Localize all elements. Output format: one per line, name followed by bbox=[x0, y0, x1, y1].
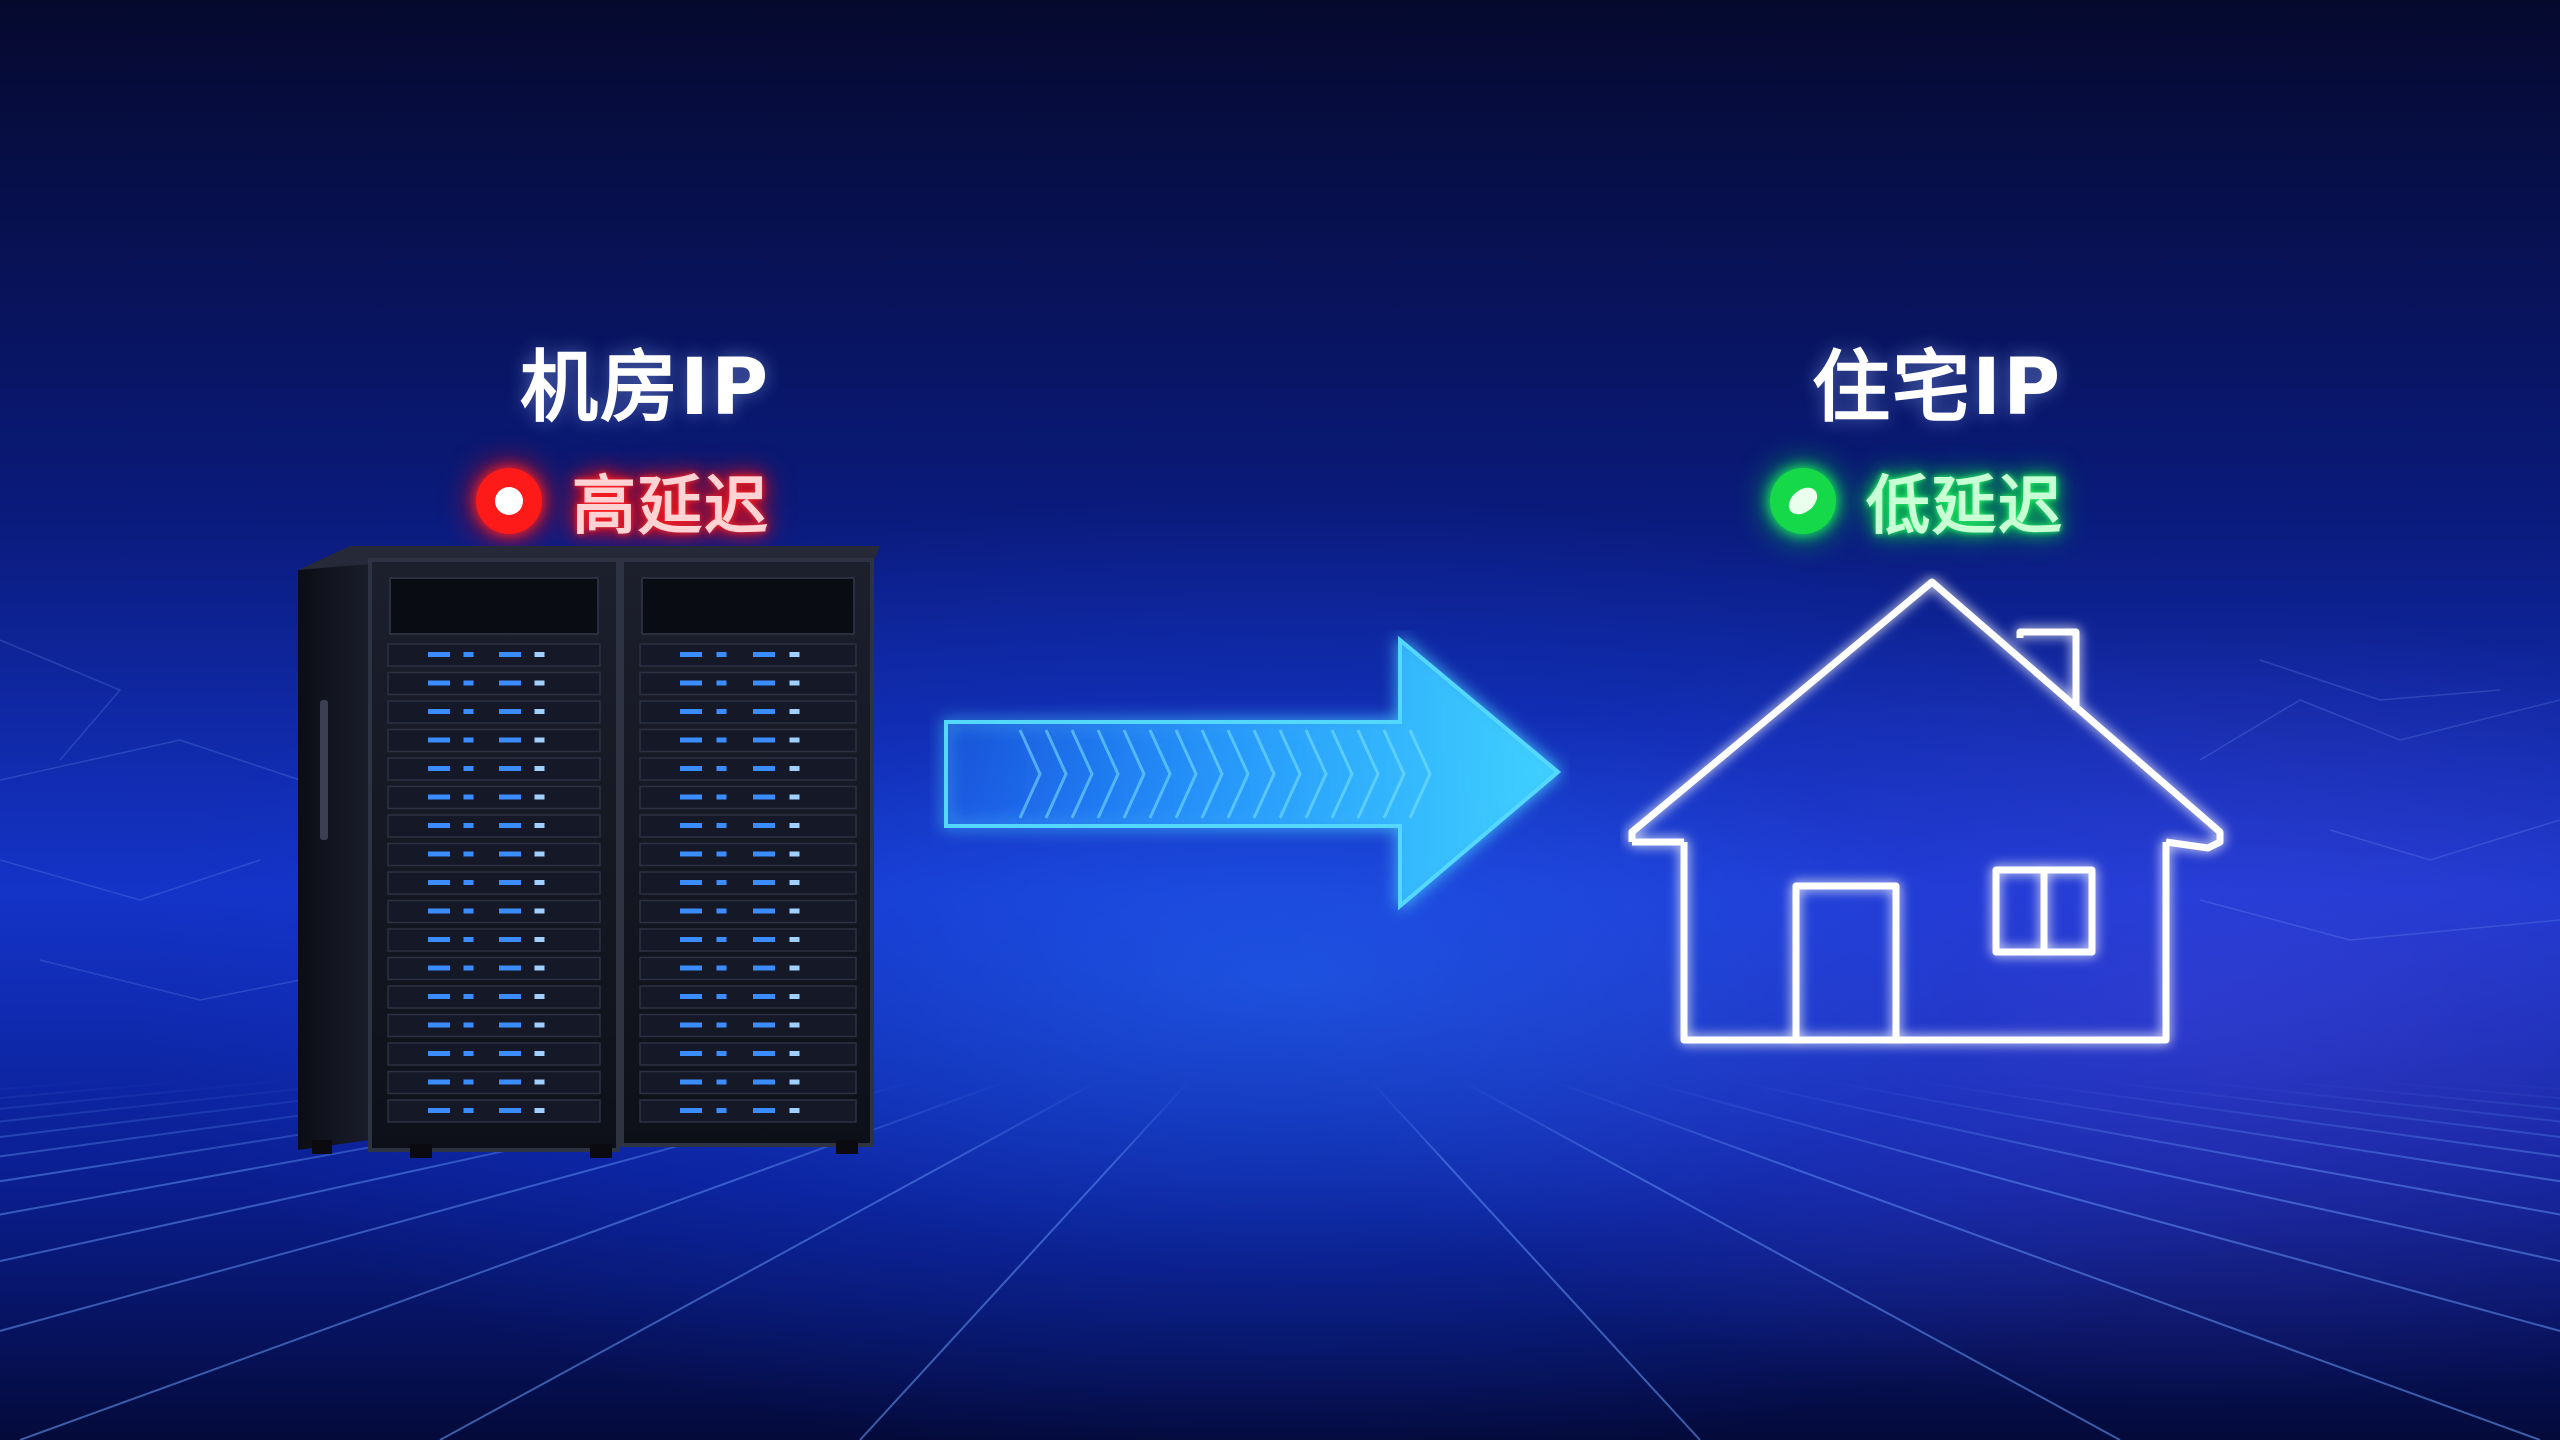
residential-ip-title: 住宅IP bbox=[1812, 343, 2063, 433]
high-latency-status: 高延迟 bbox=[476, 455, 770, 547]
green-status-dot-icon bbox=[1770, 468, 1836, 534]
arrow-right-icon bbox=[944, 635, 1562, 911]
low-latency-status: 低延迟 bbox=[1770, 455, 2064, 547]
red-status-dot-icon bbox=[476, 468, 542, 534]
datacenter-ip-title: 机房IP bbox=[520, 343, 771, 433]
low-latency-label: 低延迟 bbox=[1866, 470, 2064, 544]
server-rack-icon bbox=[298, 546, 880, 1158]
high-latency-label: 高延迟 bbox=[572, 470, 770, 544]
house-icon bbox=[1628, 578, 2224, 1044]
